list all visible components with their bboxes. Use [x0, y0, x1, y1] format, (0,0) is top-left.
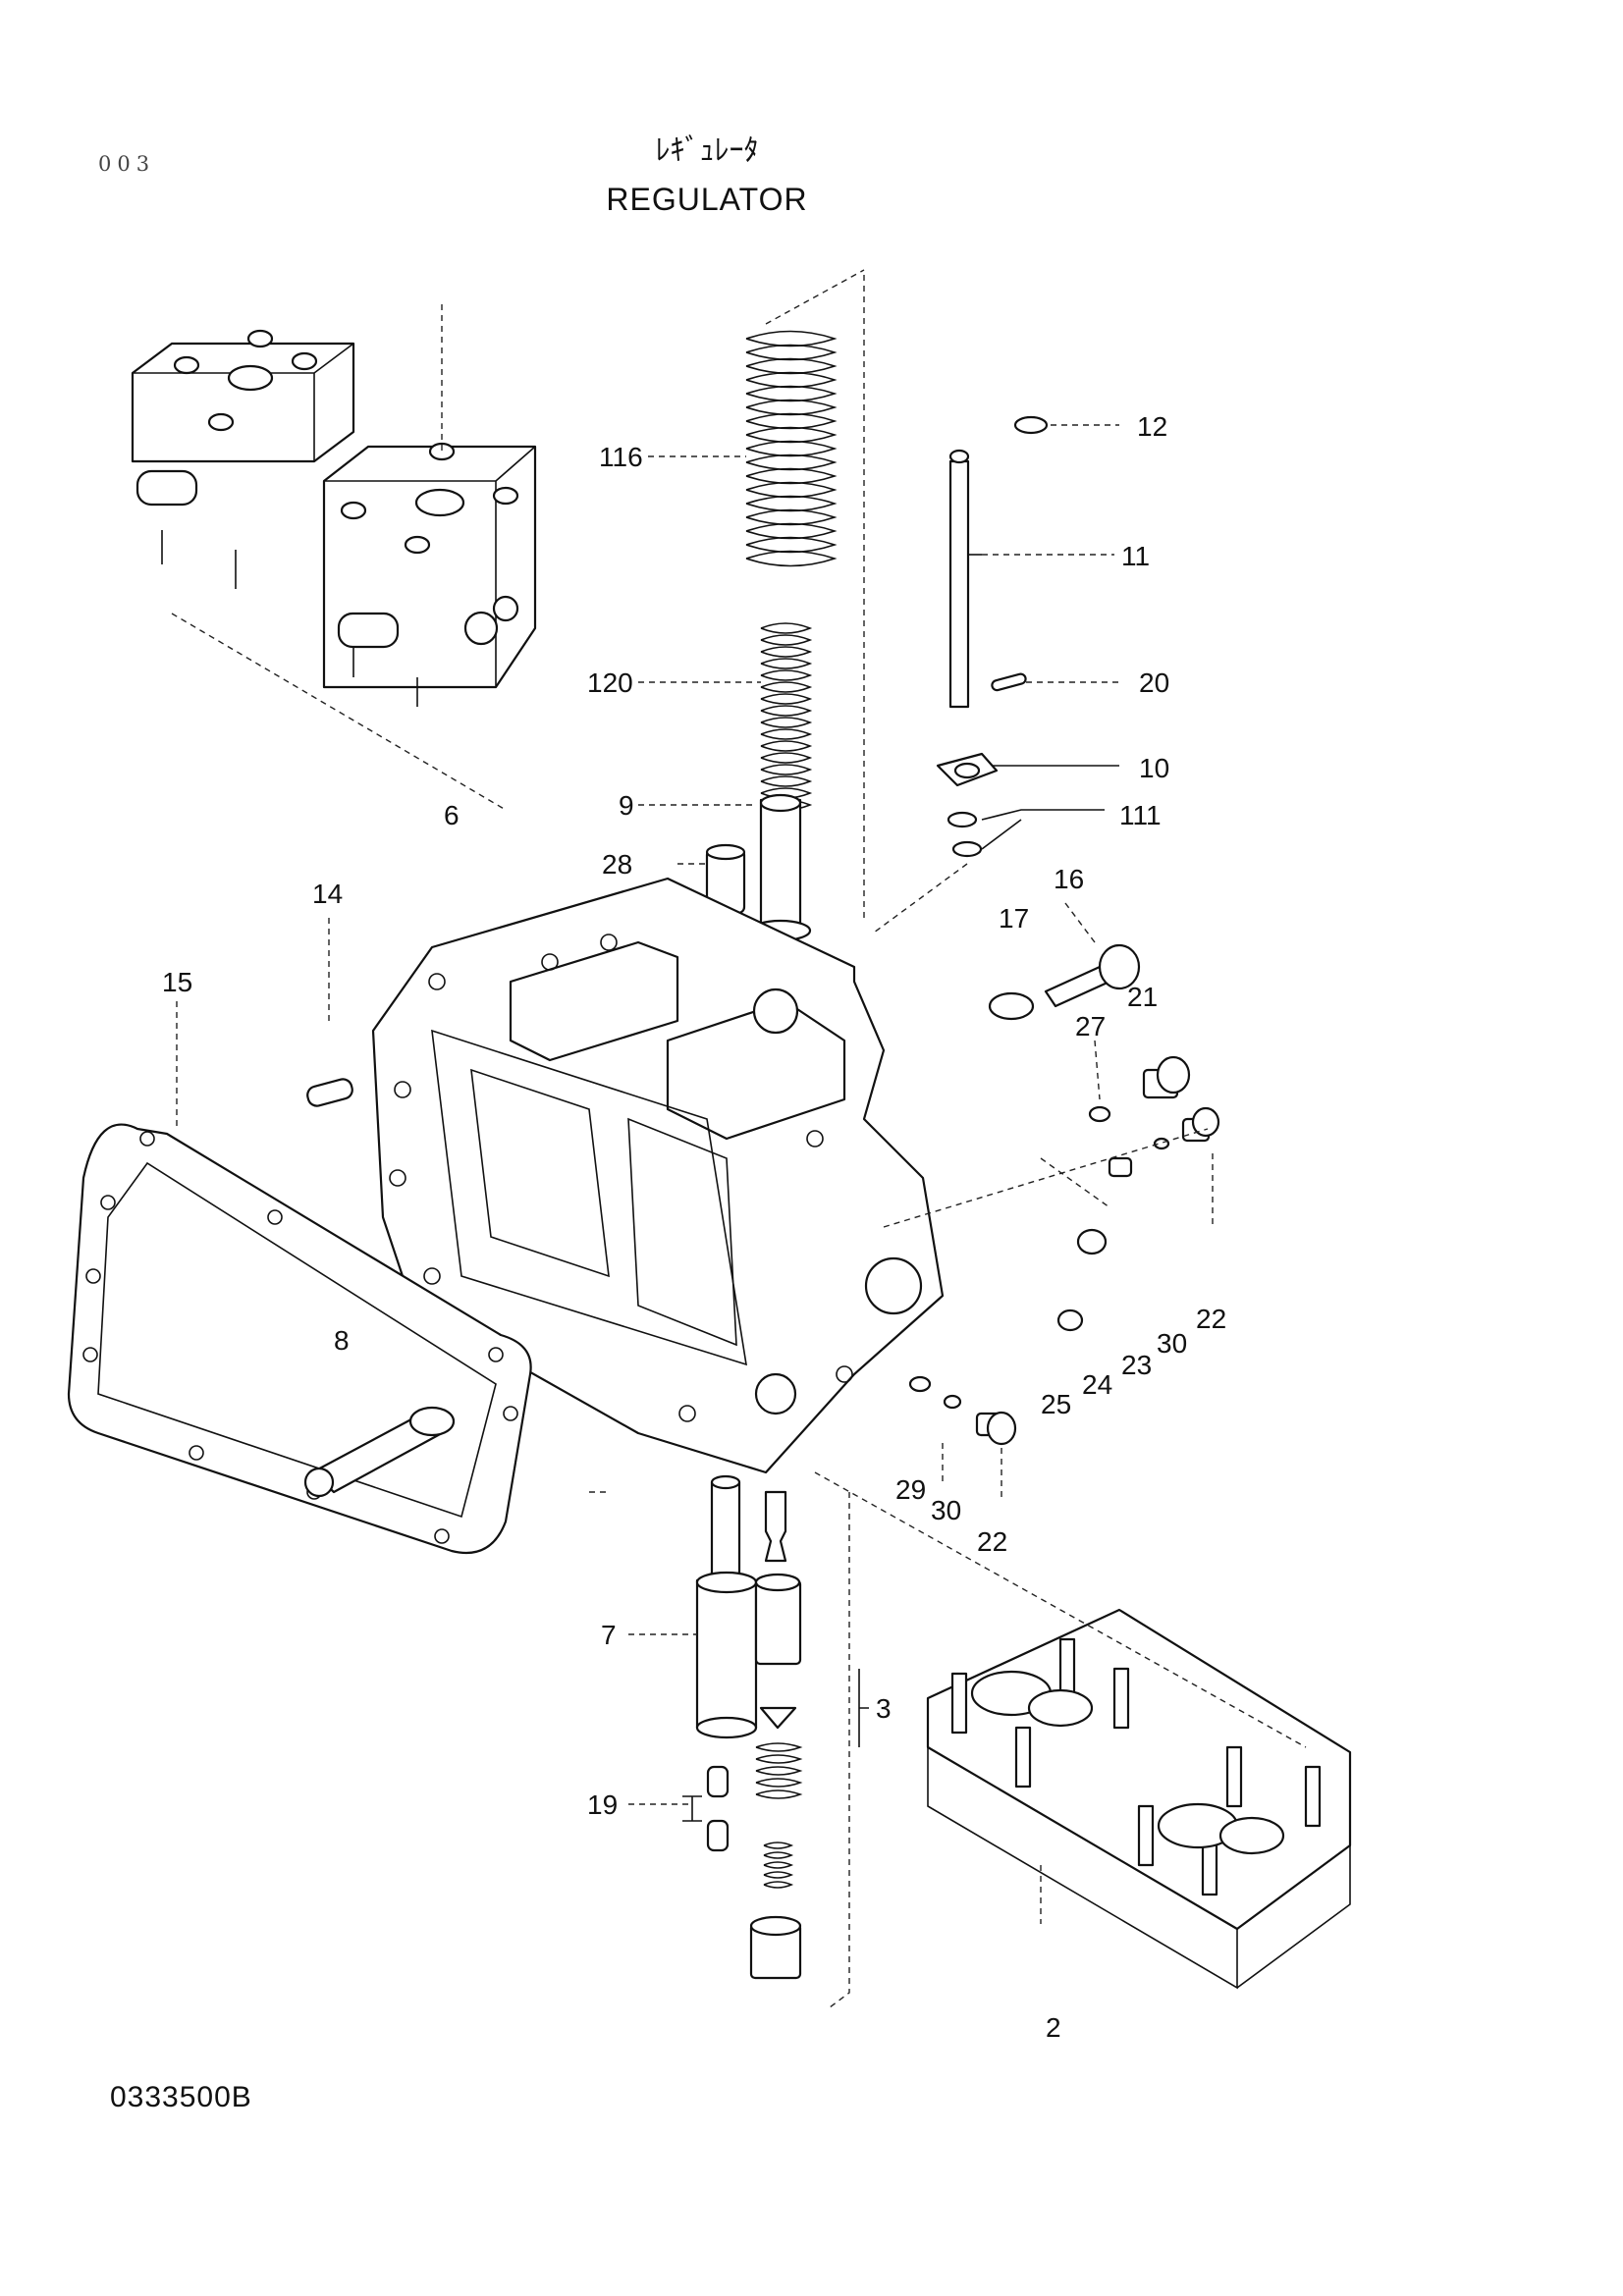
- callout-120: 120: [587, 667, 633, 698]
- part-2-valve-block: [926, 1608, 1352, 1990]
- callout-21: 21: [1127, 982, 1158, 1012]
- part-6-regulator-block: [131, 329, 537, 707]
- part-27-ring: [1088, 1105, 1111, 1123]
- callout-23: 23: [1121, 1350, 1152, 1380]
- title-english: REGULATOR: [606, 182, 808, 217]
- callout-24: 24: [1082, 1369, 1112, 1400]
- callout-27: 27: [1075, 1011, 1106, 1041]
- callout-2: 2: [1046, 2012, 1061, 2043]
- part-116-outer-spring: [745, 330, 838, 567]
- callout-15: 15: [162, 967, 192, 997]
- callout-19: 19: [587, 1789, 618, 1820]
- part-29-ring: [908, 1375, 932, 1393]
- callout-9: 9: [619, 790, 634, 821]
- callout-28: 28: [602, 849, 632, 880]
- part-10-seat: [936, 752, 999, 787]
- lower-valve-stack: [749, 1490, 803, 1980]
- part-8-link: [303, 1406, 456, 1498]
- callout-6: 6: [444, 800, 460, 830]
- part-19-pin-a: [706, 1765, 730, 1798]
- page-code: 003: [98, 152, 156, 176]
- part-22-plug-a: [1181, 1106, 1220, 1143]
- part-17-washer: [988, 991, 1035, 1021]
- part-14-pin: [306, 1078, 353, 1107]
- part-12-ring: [1013, 415, 1049, 435]
- callout-labels: 116 12 11 120 20 10 111 9 6 28 14 16 17 …: [162, 411, 1226, 2043]
- callout-116: 116: [599, 442, 643, 472]
- part-11-rod: [948, 449, 970, 709]
- callout-29: 29: [895, 1474, 926, 1505]
- part-23-screw: [1108, 1156, 1133, 1178]
- callout-22-upper: 22: [1196, 1304, 1226, 1334]
- part-120-inner-spring: [760, 622, 813, 811]
- callout-30-upper: 30: [1157, 1328, 1187, 1359]
- callout-30-lower: 30: [931, 1495, 961, 1525]
- part-28-plug: [705, 843, 746, 915]
- callout-8: 8: [334, 1325, 350, 1356]
- part-27-plug: [1142, 1055, 1191, 1099]
- part-9-sleeve: [749, 793, 812, 942]
- part-7-spool: [695, 1474, 758, 1739]
- part-30-ring-b: [943, 1394, 962, 1410]
- callout-14: 14: [312, 879, 343, 909]
- callout-20: 20: [1139, 667, 1169, 698]
- part-19-pin-b: [706, 1819, 730, 1852]
- part-24-plug: [1076, 1228, 1108, 1255]
- drawing-code: 0333500B: [110, 2081, 252, 2113]
- title-japanese: ﾚｷﾞｭﾚｰﾀ: [655, 133, 759, 168]
- main-housing: [371, 877, 945, 1474]
- callout-111: 111: [1119, 800, 1162, 830]
- callout-17: 17: [999, 903, 1029, 934]
- callout-3: 3: [876, 1693, 892, 1724]
- callout-25: 25: [1041, 1389, 1071, 1419]
- part-20-pin: [991, 672, 1027, 692]
- part-111-ring-a: [947, 811, 978, 828]
- callout-11: 11: [1121, 541, 1150, 571]
- callout-16: 16: [1054, 864, 1084, 894]
- callout-12: 12: [1137, 411, 1167, 442]
- part-22-plug-b: [975, 1411, 1017, 1446]
- callout-7: 7: [601, 1620, 617, 1650]
- callout-22-lower: 22: [977, 1526, 1007, 1557]
- part-111-ring-b: [951, 840, 983, 858]
- part-16-bolt: [1044, 943, 1141, 1008]
- part-25-plug: [1056, 1308, 1084, 1332]
- callout-10: 10: [1139, 753, 1169, 783]
